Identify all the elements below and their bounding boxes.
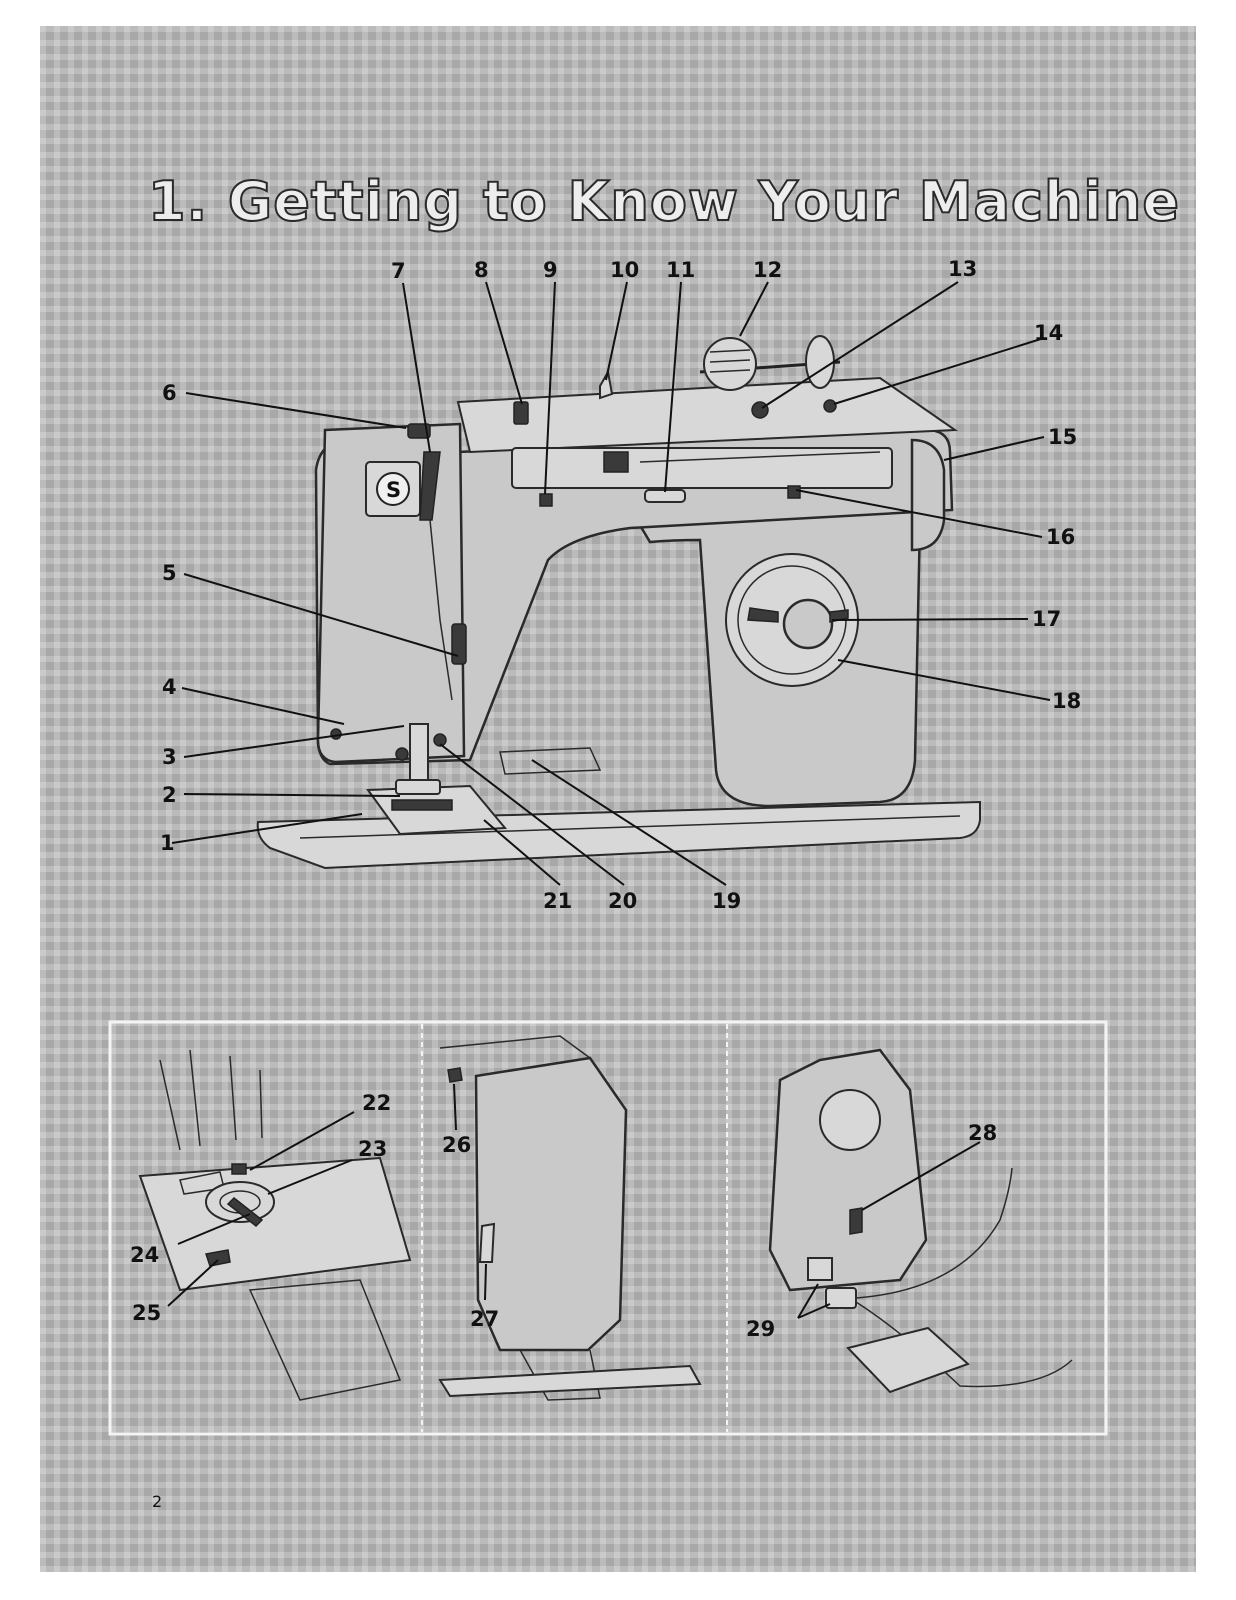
callout-4: 4 [162, 675, 177, 699]
panel-side-view [440, 1036, 700, 1400]
callout-15: 15 [1048, 425, 1077, 449]
svg-text:S: S [386, 478, 401, 502]
callout-29: 29 [746, 1317, 775, 1341]
callout-20: 20 [608, 889, 637, 913]
sewing-machine-illustration: S [258, 336, 980, 868]
callout-23: 23 [358, 1137, 387, 1161]
callout-16: 16 [1046, 525, 1075, 549]
callout-17: 17 [1032, 607, 1061, 631]
callout-26: 26 [442, 1133, 471, 1157]
callout-9: 9 [543, 258, 558, 282]
callout-13: 13 [948, 257, 977, 281]
callout-11: 11 [666, 258, 695, 282]
panel-rear-view [770, 1050, 1072, 1392]
callout-5: 5 [162, 561, 177, 585]
callout-27: 27 [470, 1307, 499, 1331]
manual-page: 1. Getting to Know Your Machine [40, 26, 1196, 1572]
callout-7: 7 [391, 259, 406, 283]
callout-14: 14 [1034, 321, 1063, 345]
callout-22: 22 [362, 1091, 391, 1115]
callout-6: 6 [162, 381, 177, 405]
callout-25: 25 [132, 1301, 161, 1325]
callout-18: 18 [1052, 689, 1081, 713]
callout-3: 3 [162, 745, 177, 769]
callout-2: 2 [162, 783, 177, 807]
callout-1: 1 [160, 831, 175, 855]
callout-28: 28 [968, 1121, 997, 1145]
page-number: 2 [152, 1492, 162, 1511]
callout-19: 19 [712, 889, 741, 913]
callout-10: 10 [610, 258, 639, 282]
machine-diagram: S [40, 26, 1196, 1572]
callout-24: 24 [130, 1243, 159, 1267]
callout-12: 12 [753, 258, 782, 282]
callout-8: 8 [474, 258, 489, 282]
callout-21: 21 [543, 889, 572, 913]
